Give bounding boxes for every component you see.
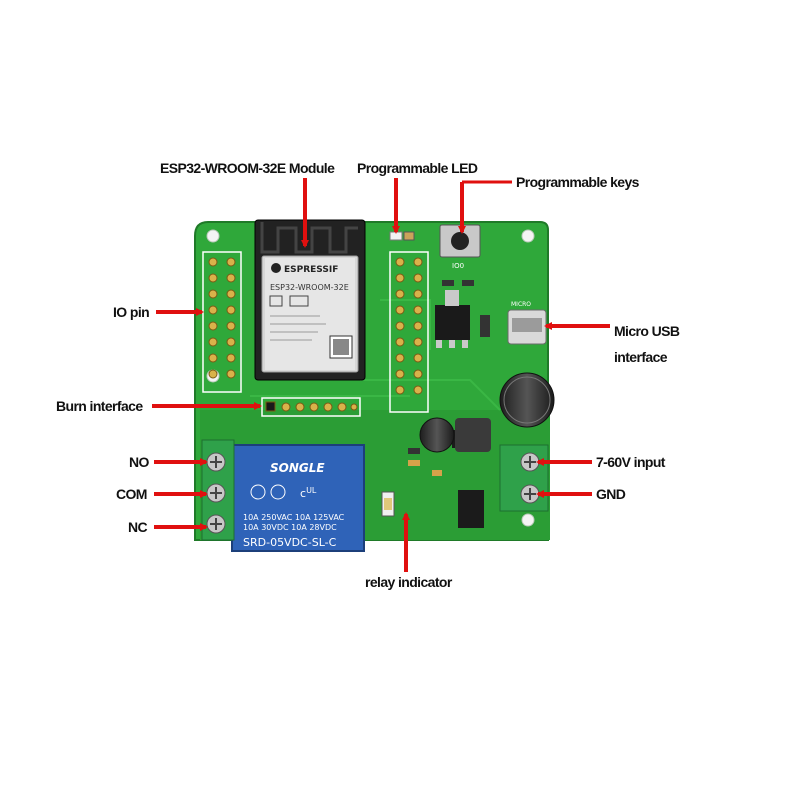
usb-silk-label: MICRO (511, 301, 531, 308)
power-terminal-block (499, 444, 549, 512)
label-io-pin: IO pin (113, 304, 150, 320)
label-esp-module: ESP32-WROOM-32E Module (160, 160, 335, 176)
label-programmable-keys: Programmable keys (516, 174, 639, 190)
label-burn-interface: Burn interface (56, 398, 143, 414)
programmable-key[interactable]: IO0 (439, 224, 481, 270)
label-micro-usb: Micro USB interface (614, 318, 680, 370)
module-brand-text: ESPRESSIF (284, 265, 338, 275)
programmable-led (389, 231, 415, 241)
micro-usb-port[interactable]: MICRO (507, 301, 547, 345)
relay: SONGLE cUL 10A 250VAC 10A 125VAC 10A 30V… (231, 444, 365, 552)
esp32-module: ESPRESSIF ESP32-WROOM-32E (254, 219, 366, 381)
label-com: COM (116, 486, 147, 502)
io-header-left (202, 251, 242, 393)
io-header-right (389, 251, 429, 413)
burn-header (261, 397, 361, 417)
relay-indicator-led (381, 491, 395, 517)
relay-terminal-block (201, 439, 235, 541)
label-relay-indicator: relay indicator (365, 574, 452, 590)
label-input: 7-60V input (596, 454, 665, 470)
callout-arrows (152, 178, 610, 572)
relay-model-text: SRD-05VDC-SL-C (243, 536, 337, 549)
label-nc: NC (128, 519, 148, 535)
module-model-text: ESP32-WROOM-32E (270, 283, 349, 292)
relay-brand-text: SONGLE (270, 461, 325, 475)
label-no: NO (129, 454, 149, 470)
label-gnd: GND (596, 486, 626, 502)
label-micro-usb-line2: interface (614, 349, 668, 365)
key-silk-label: IO0 (452, 262, 464, 270)
relay-rating-line1: 10A 250VAC 10A 125VAC (243, 513, 345, 522)
label-micro-usb-line1: Micro USB (614, 323, 680, 339)
relay-rating-line2: 10A 30VDC 10A 28VDC (243, 523, 337, 532)
label-programmable-led: Programmable LED (357, 160, 478, 176)
capacitors (419, 372, 555, 453)
